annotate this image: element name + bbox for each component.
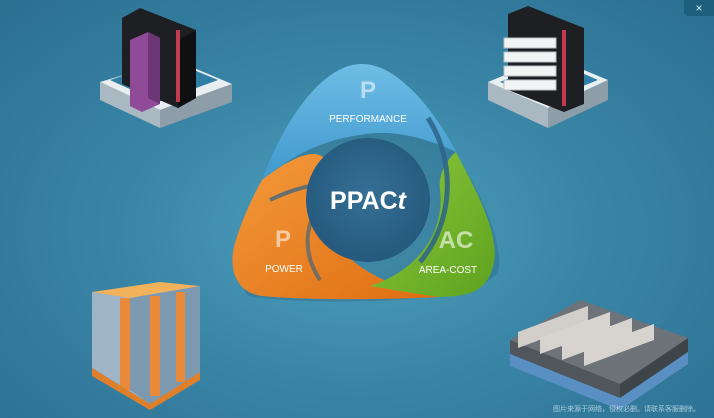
segment-power bbox=[232, 153, 440, 300]
segment-area-cost bbox=[370, 152, 495, 297]
power-label: POWER bbox=[265, 264, 303, 275]
nanosheet-icon bbox=[488, 6, 608, 128]
performance-letter: P bbox=[360, 77, 376, 104]
center-circle bbox=[306, 138, 430, 262]
cfet-fin-array-icon bbox=[510, 300, 688, 410]
power-letter: P bbox=[275, 226, 291, 253]
watermark-text: 图片来源于网络，侵权必删。请联系客服删除。 bbox=[553, 406, 700, 413]
finfet-icon bbox=[100, 8, 232, 128]
triangle-chart: P PERFORMANCE PPACt P POWER AC AREA-COST bbox=[232, 63, 500, 302]
close-button[interactable]: × bbox=[684, 0, 714, 16]
center-title: PPACt bbox=[330, 187, 408, 215]
segment-performance bbox=[262, 63, 456, 180]
area-cost-label: AREA-COST bbox=[419, 265, 477, 276]
performance-label: PERFORMANCE bbox=[329, 114, 407, 125]
vertical-transistor-icon bbox=[92, 282, 200, 410]
area-cost-letter: AC bbox=[439, 227, 474, 254]
